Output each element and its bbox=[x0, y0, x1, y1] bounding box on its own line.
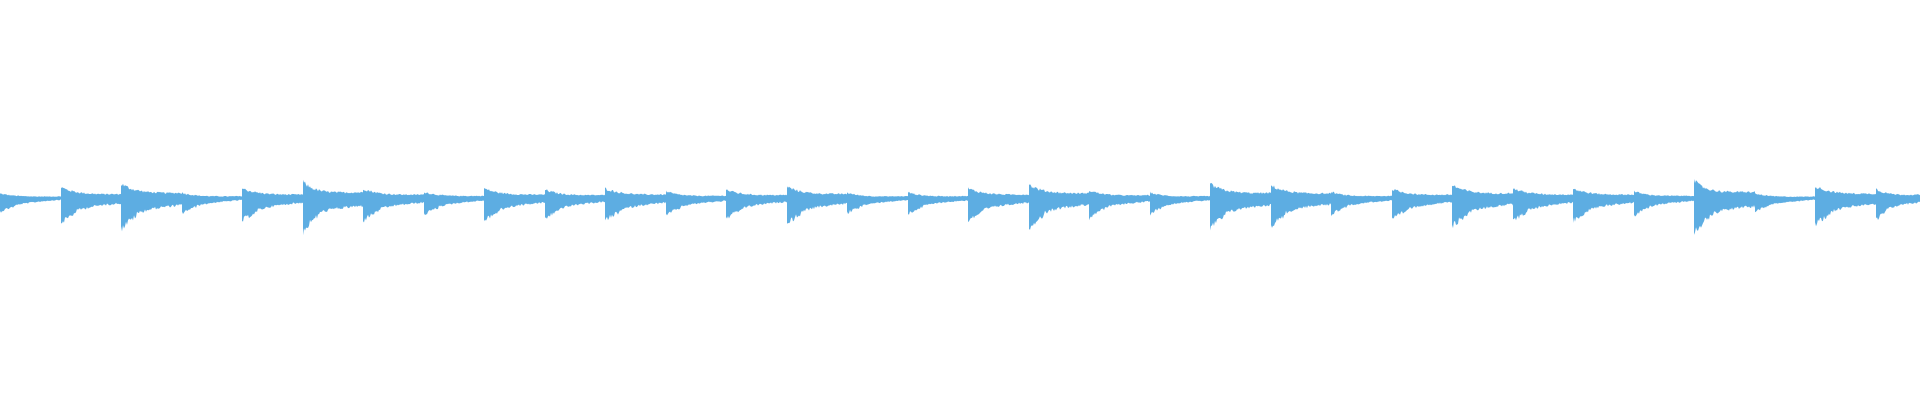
waveform-segment bbox=[61, 187, 121, 224]
waveform-segment bbox=[666, 190, 726, 216]
waveform-segment bbox=[242, 188, 303, 222]
waveform-segment bbox=[1210, 182, 1271, 231]
waveform-segment bbox=[1634, 190, 1694, 217]
waveform-segment bbox=[726, 189, 787, 219]
waveform-segment bbox=[1876, 188, 1920, 220]
waveform-segment bbox=[1392, 188, 1452, 219]
waveform-segment bbox=[1150, 191, 1210, 216]
waveform-segment bbox=[1271, 185, 1331, 228]
waveform-segment bbox=[1452, 185, 1513, 229]
waveform-segment bbox=[968, 187, 1029, 222]
waveform-segment bbox=[303, 179, 363, 236]
waveform-segment bbox=[545, 189, 605, 219]
waveform-segment bbox=[182, 192, 242, 214]
waveform-segment bbox=[121, 183, 182, 232]
waveform-segment bbox=[847, 192, 908, 214]
waveform-segment bbox=[1694, 178, 1755, 235]
waveform-segment bbox=[363, 189, 424, 223]
waveform-segment bbox=[1815, 187, 1876, 227]
waveform-segment bbox=[1513, 188, 1573, 221]
waveform-segment bbox=[1755, 193, 1815, 213]
waveform-segment bbox=[0, 193, 61, 213]
waveform-segment bbox=[484, 187, 545, 222]
waveform-segment bbox=[1573, 188, 1634, 223]
waveform-segment bbox=[424, 192, 484, 216]
waveform-segment bbox=[908, 191, 968, 215]
waveform-segment bbox=[1089, 191, 1150, 221]
waveform-segment bbox=[605, 187, 666, 221]
waveform-segment bbox=[787, 186, 847, 224]
waveform-segment bbox=[1331, 191, 1392, 217]
waveform-segment bbox=[1029, 184, 1089, 230]
